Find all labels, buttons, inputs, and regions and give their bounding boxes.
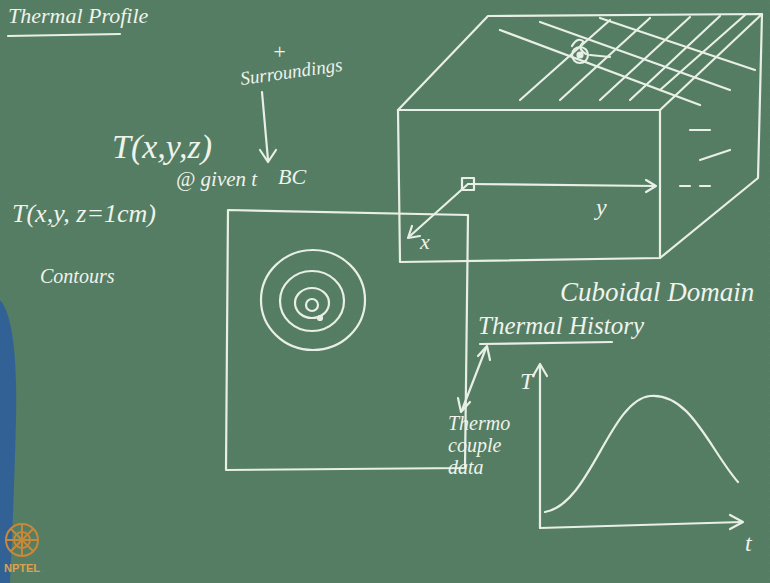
heading-text: Thermal Profile — [8, 4, 148, 28]
history-label: Thermal History — [478, 312, 644, 340]
axis-label: x — [420, 230, 430, 254]
time-note: @ given t — [176, 168, 257, 191]
contours-label: Contours — [40, 265, 114, 287]
function-label: T(x,y,z) — [112, 128, 212, 165]
axis-label: y — [596, 194, 607, 220]
thermocouple-note: Thermo couple data — [448, 412, 520, 478]
domain-label: Cuboidal Domain — [560, 278, 754, 308]
function-label: T(x,y, z=1cm) — [12, 200, 156, 229]
plus-sign: + — [272, 40, 287, 64]
axis-label: T — [520, 368, 533, 394]
watermark: NPTEL — [4, 562, 40, 574]
bc-label: BC — [278, 165, 306, 189]
axis-label: t — [745, 530, 752, 556]
